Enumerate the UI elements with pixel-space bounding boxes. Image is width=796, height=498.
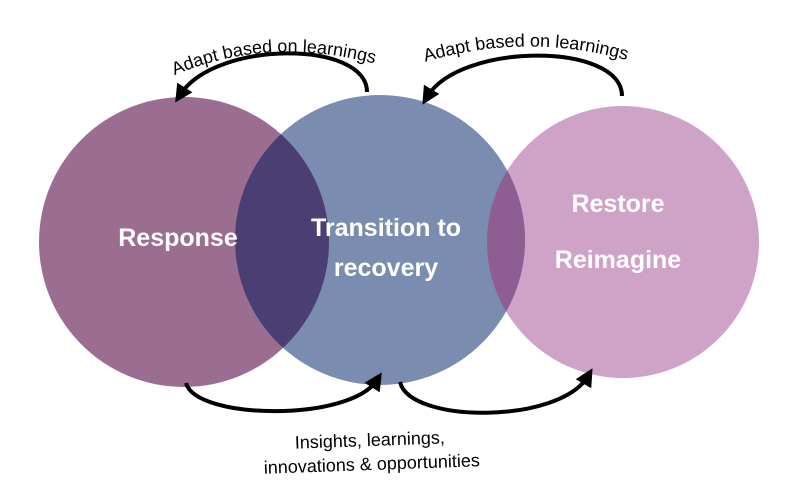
response-label: Response <box>118 224 238 252</box>
top-left-arrow <box>175 51 369 103</box>
top-right-arrow-label: Adapt based on learnings <box>421 30 631 65</box>
bottom-caption-line1: Insights, learnings, <box>294 427 445 452</box>
restore-label-line1: Restore <box>571 190 664 218</box>
bottom-caption-line2: innovations & opportunities <box>263 450 480 478</box>
overlap-response-transition <box>235 97 329 385</box>
restore-label-line2: Reimagine <box>555 246 682 274</box>
top-left-arrow-label: Adapt based on learnings <box>168 36 378 79</box>
transition-label-line2: recovery <box>334 254 438 282</box>
transition-label-line1: Transition to <box>311 214 461 242</box>
restore-circle <box>487 106 759 378</box>
bottom-right-arrow <box>398 368 593 415</box>
top-right-arrow <box>422 53 624 105</box>
bottom-left-arrow <box>184 372 382 414</box>
